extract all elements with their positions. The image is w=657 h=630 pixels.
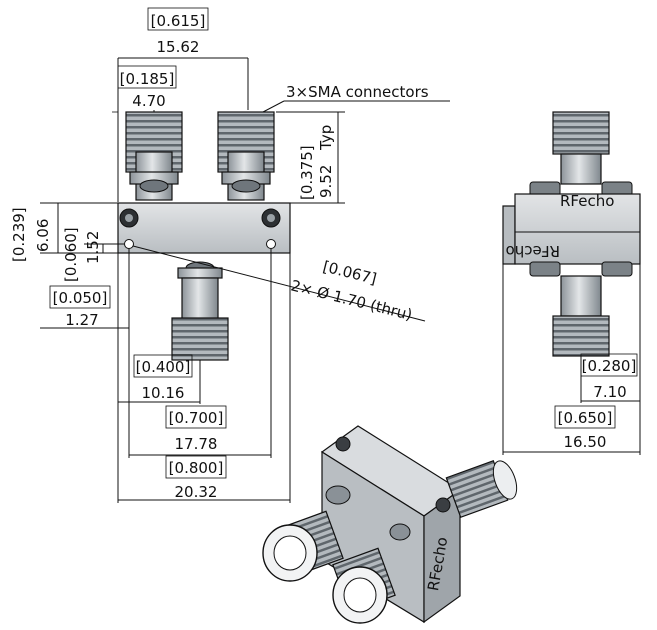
dim-conn-height-inch: [0.375] (298, 145, 316, 200)
dim-hole-spacing-inch: [0.700] (169, 409, 224, 427)
dim-body-width-mm: 20.32 (175, 483, 218, 501)
dim-hole-offset-y-inch: [0.060] (62, 227, 80, 282)
connectors-callout: 3×SMA connectors (286, 83, 429, 101)
isometric-view: RFecho (262, 425, 518, 624)
dim-conn-spacing-inch: [0.185] (120, 70, 175, 88)
front-view (117, 111, 291, 361)
dim-body-width-inch: [0.800] (169, 459, 224, 477)
side-brand-bottom: RFecho (506, 242, 560, 260)
typ-label: Typ (317, 125, 335, 151)
dim-hole-diameter-label: 2× Ø 1.70 (thru) (289, 276, 414, 324)
top-right-connector (217, 111, 275, 201)
thru-hole-right (266, 239, 276, 249)
dim-hole-spacing-mm: 17.78 (175, 435, 218, 453)
dim-conn-spacing-mm: 4.70 (132, 92, 165, 110)
dim-body-height-mm: 6.06 (34, 219, 52, 252)
dim-hole-diameter-inch: [0.067] (321, 257, 378, 288)
side-view: RFecho RFecho (502, 111, 641, 357)
top-left-connector (125, 111, 183, 201)
front-dimension-lines (40, 7, 450, 503)
side-body-block (514, 193, 641, 265)
bottom-connector (171, 261, 229, 361)
dim-hole-offset-y-mm: 1.52 (84, 231, 102, 264)
thru-hole-left (124, 239, 134, 249)
dim-body-height-inch: [0.239] (10, 207, 28, 262)
dim-center-conn-mm: 10.16 (142, 384, 185, 402)
dim-side-offset-inch: [0.280] (582, 357, 637, 375)
side-brand-top: RFecho (560, 192, 614, 210)
dim-width-top-inch: [0.615] (151, 12, 206, 30)
dim-width-top-mm: 15.62 (157, 38, 200, 56)
dim-side-width-inch: [0.650] (558, 409, 613, 427)
dim-center-conn-inch: [0.400] (136, 358, 191, 376)
dim-conn-height-mm: 9.52 (317, 165, 335, 198)
front-body-block (117, 202, 291, 254)
dim-side-offset-mm: 7.10 (593, 383, 626, 401)
dim-hole-offset-x-inch: [0.050] (53, 289, 108, 307)
dim-hole-offset-x-mm: 1.27 (65, 311, 98, 329)
side-dimension-lines (502, 264, 641, 455)
dim-side-width-mm: 16.50 (564, 433, 607, 451)
